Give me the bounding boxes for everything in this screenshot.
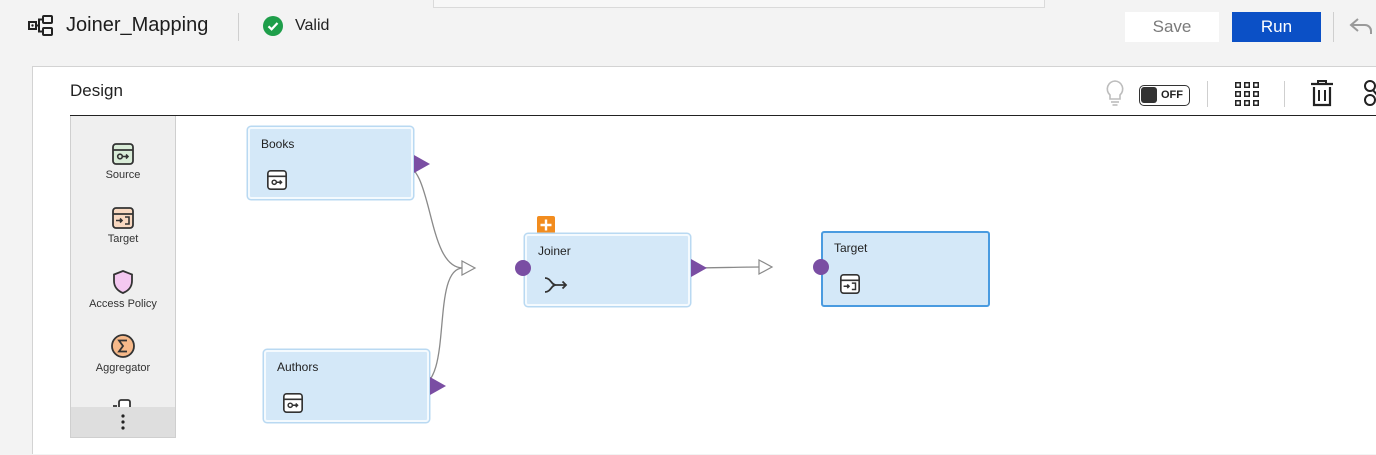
lightbulb-icon[interactable]: [1104, 79, 1126, 107]
trash-icon[interactable]: [1310, 79, 1334, 107]
palette-item-target[interactable]: Target: [71, 206, 175, 245]
target-icon: [112, 207, 134, 229]
palette-item-source[interactable]: Source: [71, 142, 175, 181]
run-button[interactable]: Run: [1232, 12, 1321, 42]
node-books[interactable]: Books: [248, 127, 413, 199]
palette-item-label: Target: [107, 233, 139, 245]
palette-item-label: Source: [105, 169, 141, 181]
add-badge-icon[interactable]: [537, 216, 555, 234]
target-icon: [840, 274, 860, 294]
grid-icon[interactable]: [1234, 81, 1260, 107]
input-arrow-icon: [758, 258, 774, 276]
save-button[interactable]: Save: [1125, 12, 1219, 42]
input-arrow-icon: [461, 259, 477, 277]
check-circle-icon: [263, 16, 283, 36]
search-bar[interactable]: [433, 0, 1045, 8]
divider: [238, 13, 239, 41]
toggle-knob: [1141, 87, 1157, 103]
design-panel: Design OFF: [32, 66, 1376, 454]
toggle-label: OFF: [1161, 89, 1183, 101]
node-authors[interactable]: Authors: [264, 350, 429, 422]
panel-divider: [70, 115, 1376, 116]
node-tools-icon[interactable]: [1361, 79, 1376, 107]
page-title: Joiner_Mapping: [66, 14, 209, 36]
mapping-icon: [28, 15, 53, 36]
transformation-palette: Source Target Access Policy Aggregator: [70, 116, 176, 438]
source-icon: [283, 393, 303, 413]
node-target[interactable]: Target: [821, 231, 990, 307]
palette-item-access-policy[interactable]: Access Policy: [71, 269, 175, 310]
output-port-icon[interactable]: [413, 154, 431, 174]
toggle-switch[interactable]: OFF: [1139, 85, 1190, 106]
node-joiner[interactable]: Joiner: [525, 234, 690, 306]
shield-icon: [113, 270, 133, 294]
divider: [1207, 81, 1208, 107]
output-port-icon[interactable]: [429, 376, 447, 396]
palette-item-label: Access Policy: [89, 298, 157, 310]
output-port-icon[interactable]: [690, 258, 708, 278]
divider: [1333, 12, 1334, 42]
palette-more[interactable]: [71, 407, 175, 437]
mapping-canvas[interactable]: Books Authors: [176, 116, 1376, 455]
node-title: Target: [834, 241, 868, 255]
node-title: Books: [261, 137, 295, 151]
source-icon: [112, 143, 134, 165]
top-bar: Joiner_Mapping Valid Save Run: [0, 0, 1376, 56]
more-vertical-icon: [121, 414, 125, 430]
undo-icon[interactable]: [1348, 14, 1374, 38]
node-title: Authors: [277, 360, 319, 374]
source-icon: [267, 170, 287, 190]
node-title: Joiner: [538, 244, 571, 258]
status-badge: Valid: [295, 17, 330, 34]
input-port-icon[interactable]: [514, 259, 532, 277]
palette-item-label: Aggregator: [95, 362, 151, 374]
input-port-icon[interactable]: [812, 258, 830, 276]
sigma-icon: [111, 334, 135, 358]
divider: [1284, 81, 1285, 107]
joiner-icon: [544, 277, 568, 293]
palette-item-aggregator[interactable]: Aggregator: [71, 333, 175, 374]
design-tab[interactable]: Design: [70, 81, 123, 100]
